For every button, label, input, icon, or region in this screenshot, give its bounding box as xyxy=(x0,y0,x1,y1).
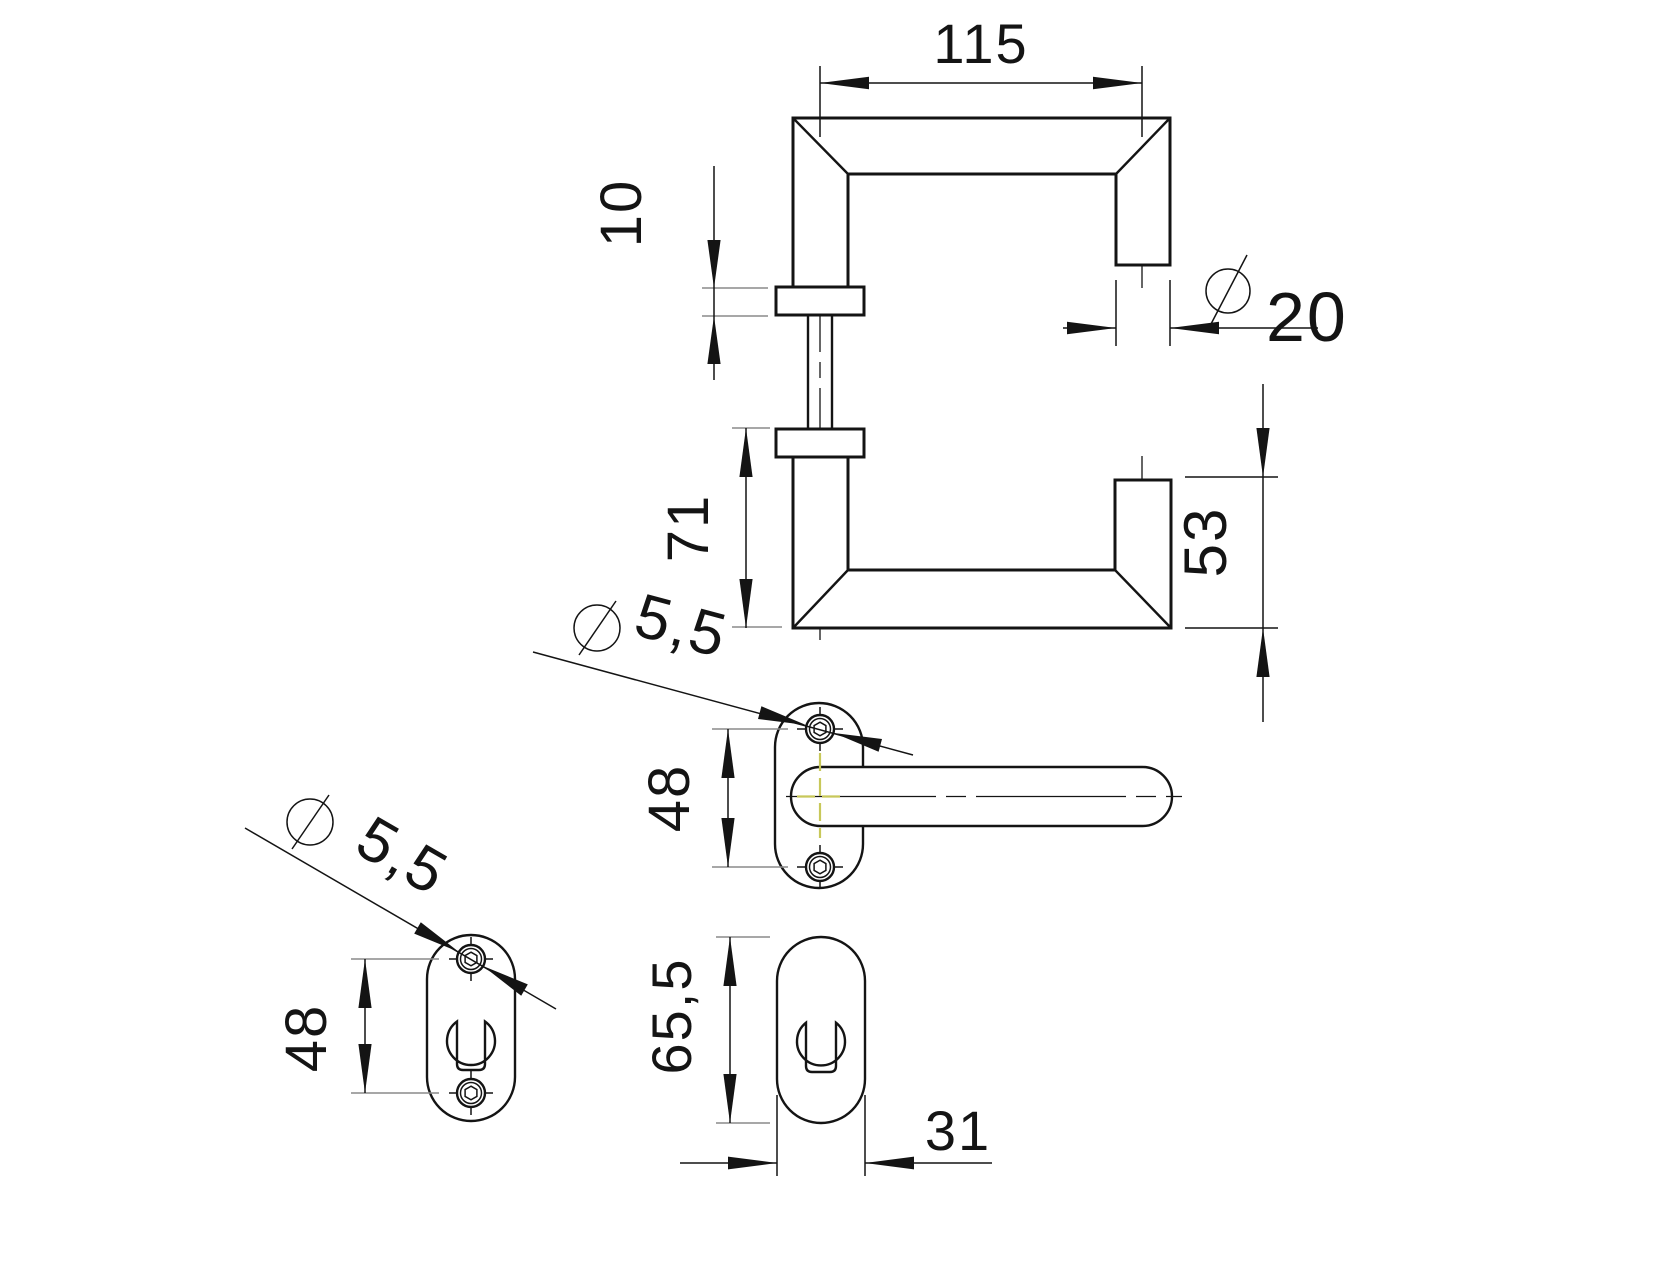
arrowhead xyxy=(865,1156,914,1170)
dim-label-cylinder-rosette-width: 31 xyxy=(925,1099,991,1162)
extension-lines xyxy=(716,936,770,1124)
dim-label-rosette-thickness: 10 xyxy=(589,179,654,248)
arrowhead xyxy=(721,729,735,778)
dim-label-cylinder-rosette-height: 65,5 xyxy=(640,958,703,1075)
dim-label-arm-length: 53 xyxy=(1172,507,1239,578)
screw-bottom xyxy=(797,845,843,889)
miter-top-left xyxy=(792,117,849,175)
dim-grip-length: 115 xyxy=(819,12,1143,137)
arrowhead xyxy=(1256,628,1270,677)
dim-rosette-thickness: 10 xyxy=(589,166,768,380)
screw-bottom xyxy=(449,1071,493,1115)
key-escutcheon-view xyxy=(425,933,517,1123)
arrowhead xyxy=(358,959,372,1008)
dim-front-screw-spacing: 48 xyxy=(637,728,788,868)
spindle-rod xyxy=(806,315,834,428)
arrowhead xyxy=(758,706,806,725)
arrowhead xyxy=(1170,321,1219,335)
miter-bottom-right xyxy=(1114,569,1172,629)
arrowhead xyxy=(723,937,737,986)
rosette-collar-upper xyxy=(774,285,866,317)
top-view xyxy=(774,116,1173,644)
handle-lower-contour xyxy=(791,457,1173,630)
extension-lines xyxy=(819,66,1143,137)
dim-label-front-screw-spacing: 48 xyxy=(637,764,702,833)
euro-keyhole xyxy=(445,1019,497,1072)
arrowhead xyxy=(483,966,528,996)
arrowhead xyxy=(739,428,753,477)
diameter-symbol xyxy=(1205,254,1251,325)
extension-lines xyxy=(702,287,768,317)
miter-bottom-left xyxy=(792,569,849,629)
extension-lines xyxy=(1115,280,1171,346)
extension-lines xyxy=(712,728,788,868)
arrowhead xyxy=(1067,321,1116,335)
dim-arm-length: 53 xyxy=(1172,384,1278,722)
diameter-symbol xyxy=(573,600,621,656)
arrowhead xyxy=(358,1044,372,1093)
arrowhead xyxy=(723,1074,737,1123)
arrowhead xyxy=(1256,428,1270,477)
arrowhead xyxy=(707,240,721,288)
dim-escutcheon-screw-spacing: 48 xyxy=(274,958,439,1094)
arrowhead xyxy=(820,76,869,90)
escutcheon-outline xyxy=(425,933,517,1123)
dim-cylinder-rosette-width: 31 xyxy=(680,1095,992,1176)
dim-label-grip-length: 115 xyxy=(933,12,1028,75)
cylinder-rosette-outline xyxy=(775,935,867,1125)
arrowhead xyxy=(414,922,459,952)
arrowhead xyxy=(728,1156,777,1170)
diameter-symbol xyxy=(286,794,334,850)
arrowhead xyxy=(834,733,882,752)
arrowhead xyxy=(1093,76,1142,90)
arrowhead xyxy=(739,579,753,628)
dim-neck-projection: 71 xyxy=(656,427,782,628)
dim-tube-diameter: 20 xyxy=(1063,254,1348,356)
dim-cylinder-rosette-height: 65,5 xyxy=(640,936,770,1124)
dim-label-tube-diameter: 20 xyxy=(1266,278,1348,356)
front-view xyxy=(773,701,1182,890)
dim-label-escutcheon-screw-diameter: 5,5 xyxy=(345,803,459,909)
dim-label-front-screw-diameter: 5,5 xyxy=(628,581,735,672)
dim-label-escutcheon-screw-spacing: 48 xyxy=(274,1004,339,1073)
miter-top-right xyxy=(1115,117,1171,175)
rosette-collar-lower xyxy=(774,427,866,459)
screw-top xyxy=(797,707,843,751)
dim-label-neck-projection: 71 xyxy=(656,494,721,563)
extension-lines xyxy=(732,427,782,628)
euro-keyhole xyxy=(795,1020,847,1074)
arrowhead xyxy=(721,818,735,867)
arrowhead xyxy=(707,316,721,364)
dim-escutcheon-screw-diameter: 5,5 xyxy=(244,794,557,1010)
cylinder-rosette-view xyxy=(775,935,867,1125)
handle-upper-contour xyxy=(791,116,1172,287)
